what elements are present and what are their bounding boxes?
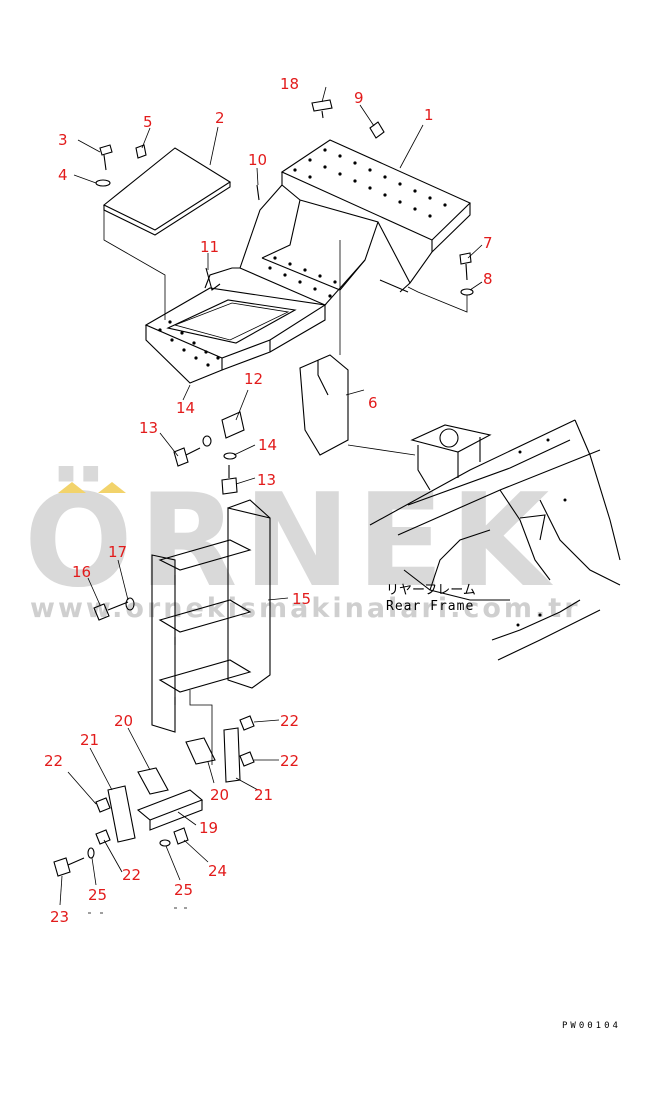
bolt-13a bbox=[173, 447, 201, 467]
strap-21b bbox=[223, 727, 241, 783]
nut-5 bbox=[135, 144, 147, 159]
callout-22c: 22 bbox=[44, 752, 63, 770]
plate-20a bbox=[137, 767, 169, 795]
callout-16: 16 bbox=[72, 563, 91, 581]
part-15-ladder bbox=[151, 499, 271, 765]
callout-14a: 14 bbox=[176, 399, 195, 417]
callout-18: 18 bbox=[280, 75, 299, 93]
bolt-18 bbox=[311, 99, 333, 119]
watermark-url: www.ornekismakinalari.com.tr bbox=[30, 593, 581, 624]
pin-10 bbox=[256, 184, 260, 201]
nut-22b bbox=[239, 751, 255, 767]
bolt-16 bbox=[93, 601, 129, 621]
washer-25a bbox=[87, 847, 95, 859]
callout-22b: 22 bbox=[280, 752, 299, 770]
bolt-9 bbox=[369, 121, 385, 139]
callout-5: 5 bbox=[143, 113, 153, 131]
callout-25a: 25 bbox=[88, 886, 107, 904]
callout-leaders bbox=[59, 86, 483, 906]
callout-24: 24 bbox=[208, 862, 227, 880]
callouts: 1 2 3 4 5 6 7 8 9 10 11 12 13 13 14 14 1… bbox=[44, 75, 493, 926]
washer-14a bbox=[202, 435, 212, 447]
callout-7: 7 bbox=[483, 234, 493, 252]
nut-22a bbox=[239, 715, 255, 731]
part-6-bracket bbox=[299, 240, 416, 456]
bolt-13b bbox=[221, 465, 238, 495]
bolt-7 bbox=[459, 252, 472, 281]
callout-6: 6 bbox=[368, 394, 378, 412]
callout-13a: 13 bbox=[139, 419, 158, 437]
bracket-11 bbox=[205, 267, 221, 291]
nut-24 bbox=[173, 827, 189, 845]
callout-12: 12 bbox=[244, 370, 263, 388]
callout-1: 1 bbox=[424, 106, 434, 124]
bolt-23 bbox=[53, 857, 85, 877]
callout-4: 4 bbox=[58, 166, 68, 184]
callout-15: 15 bbox=[292, 590, 311, 608]
callout-2: 2 bbox=[215, 109, 225, 127]
step-19 bbox=[136, 789, 204, 821]
nut-22d bbox=[95, 829, 111, 845]
washer-4 bbox=[95, 179, 111, 187]
bracket-12 bbox=[221, 411, 245, 439]
step-19-edge bbox=[149, 800, 203, 831]
drawing-code: PW00104 bbox=[562, 1021, 621, 1031]
callout-20a: 20 bbox=[114, 712, 133, 730]
callout-22d: 22 bbox=[122, 866, 141, 884]
callout-8: 8 bbox=[483, 270, 493, 288]
frame-label-english: Rear Frame bbox=[386, 599, 474, 614]
callout-10: 10 bbox=[248, 151, 267, 169]
callout-17: 17 bbox=[108, 543, 127, 561]
washer-8 bbox=[460, 288, 474, 296]
callout-20b: 20 bbox=[210, 786, 229, 804]
washer-17 bbox=[125, 597, 135, 611]
callout-23: 23 bbox=[50, 908, 69, 926]
callout-22a: 22 bbox=[280, 712, 299, 730]
washer-14b bbox=[223, 452, 237, 460]
rear-frame bbox=[369, 419, 621, 661]
callout-3: 3 bbox=[58, 131, 68, 149]
nut-22c bbox=[95, 797, 111, 813]
watermark-accent-icon bbox=[58, 482, 126, 493]
callout-19: 19 bbox=[199, 819, 218, 837]
dimension-marks bbox=[88, 907, 187, 914]
frame-label-japanese: リヤーフレーム bbox=[386, 583, 476, 598]
washer-25b bbox=[159, 839, 171, 847]
step-holes bbox=[158, 148, 447, 367]
callout-21b: 21 bbox=[254, 786, 273, 804]
part-2-cover-plate bbox=[102, 147, 232, 320]
plate-20b bbox=[185, 737, 216, 765]
strap-21a bbox=[107, 785, 136, 843]
bolt-3 bbox=[99, 144, 113, 171]
callout-21a: 21 bbox=[80, 731, 99, 749]
watermark: ÖRNEK www.ornekismakinalari.com.tr bbox=[24, 466, 581, 624]
callout-11: 11 bbox=[200, 238, 219, 256]
callout-13b: 13 bbox=[257, 471, 276, 489]
part-1-step-box bbox=[239, 139, 471, 306]
part-1-tray bbox=[144, 267, 327, 384]
callout-25b: 25 bbox=[174, 881, 193, 899]
callout-9: 9 bbox=[354, 89, 364, 107]
callout-14b: 14 bbox=[258, 436, 277, 454]
